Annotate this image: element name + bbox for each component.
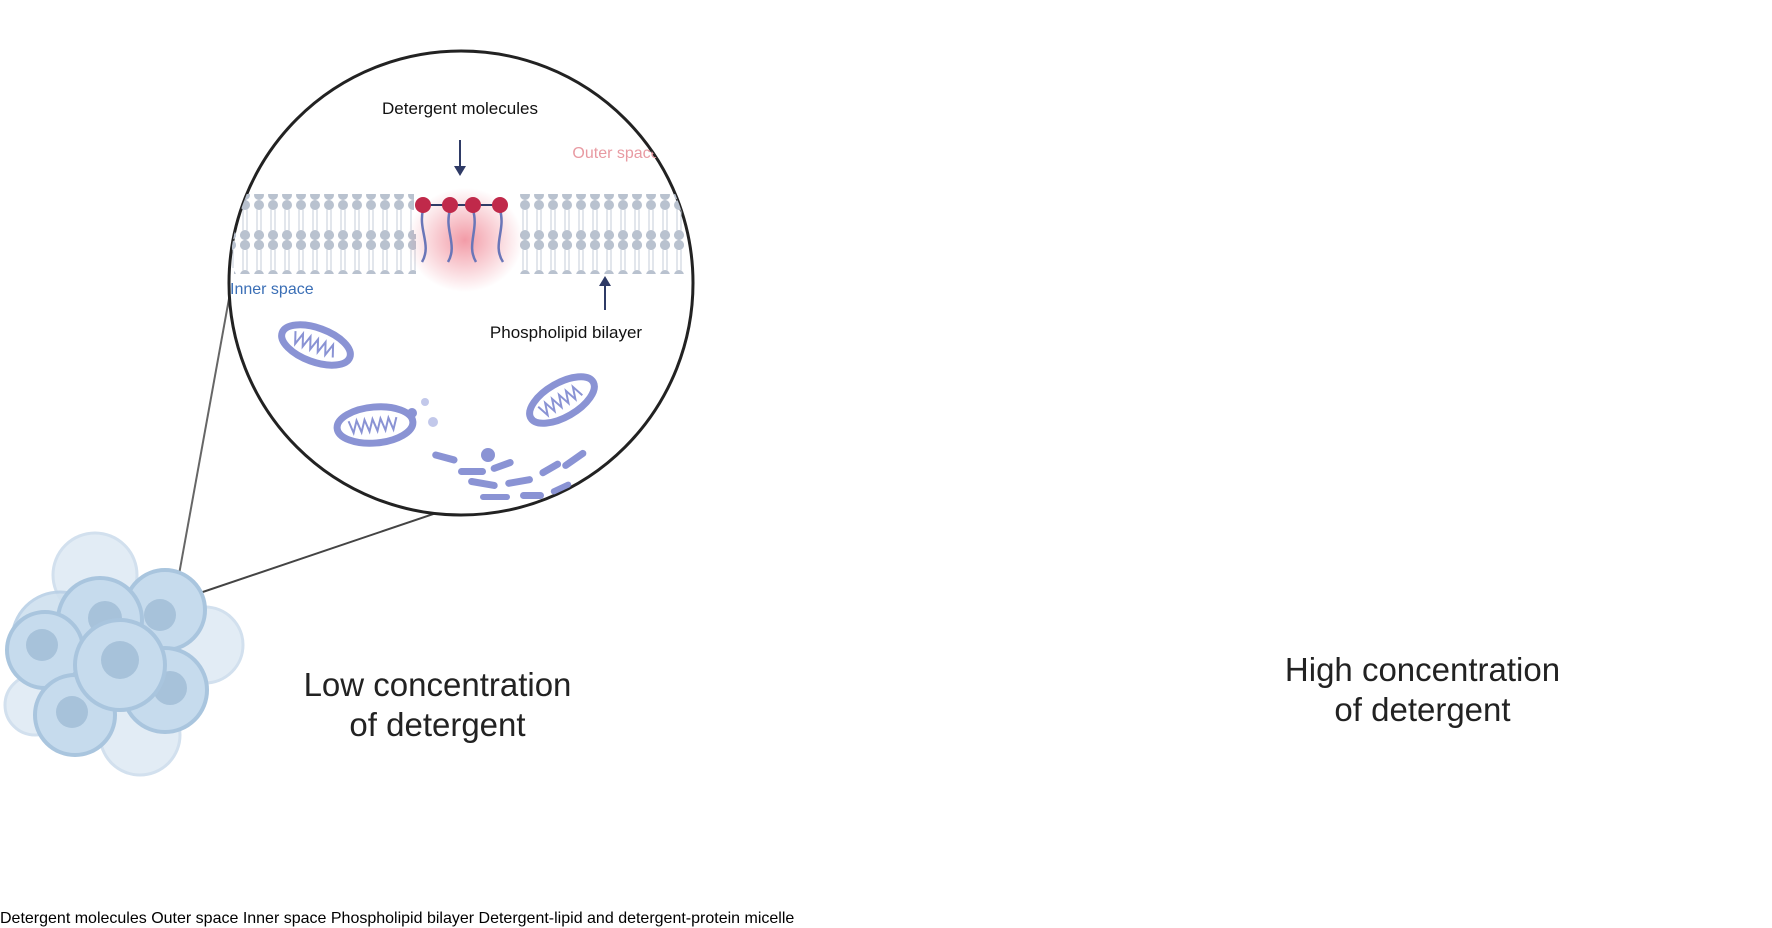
label-inner-space: Inner space	[242, 910, 327, 927]
label-detergent-molecules: Detergent molecules	[382, 99, 538, 118]
bilayer-arrow	[599, 276, 611, 310]
label-outer-space: Outer space	[151, 910, 239, 927]
zoom-line-bottom: Detergent molecules Outer space Inner sp…	[0, 910, 794, 927]
detergent-glow	[407, 188, 523, 292]
caption-line-2: of detergent	[349, 706, 526, 743]
label-detergent-molecules: Detergent molecules	[0, 910, 147, 927]
caption-low-concentration: Low concentration of detergent	[280, 665, 595, 745]
label-micelle-line1: Detergent-lipid and	[478, 910, 614, 927]
detergent-molecules	[415, 197, 508, 263]
zoom-line-bottom	[184, 504, 461, 599]
label-phospholipid-bilayer: Phospholipid bilayer	[330, 910, 475, 927]
mitochondrion-3	[526, 373, 598, 427]
low-concentration-panel: Detergent molecules Outer space Inner sp…	[3, 49, 695, 777]
healthy-cell-cluster	[3, 531, 245, 777]
magnifier-circle: Detergent molecules Outer space Inner sp…	[0, 910, 794, 927]
label-inner-space: Inner space	[230, 281, 314, 298]
zoom-line-top: Detergent molecules Outer space Inner sp…	[0, 910, 794, 927]
caption-line-1: Low concentration	[303, 666, 572, 703]
detergent-arrow	[454, 140, 466, 176]
zoom-line-top	[177, 259, 237, 581]
mitochondrion-1	[278, 321, 354, 369]
caption-line-1: High concentration	[1284, 651, 1561, 688]
high-concentration-panel: Detergent molecules Outer space Inner sp…	[0, 910, 794, 927]
label-micelle-line2: detergent-protein micelle	[618, 910, 795, 927]
mitochondrion-2	[333, 403, 417, 447]
er-fragments	[432, 448, 587, 500]
caption-line-2: of detergent	[1334, 691, 1511, 728]
label-outer-space: Outer space	[572, 145, 659, 162]
label-phospholipid-bilayer: Phospholipid bilayer	[490, 323, 642, 342]
caption-high-concentration: High concentration of detergent	[1265, 650, 1580, 730]
